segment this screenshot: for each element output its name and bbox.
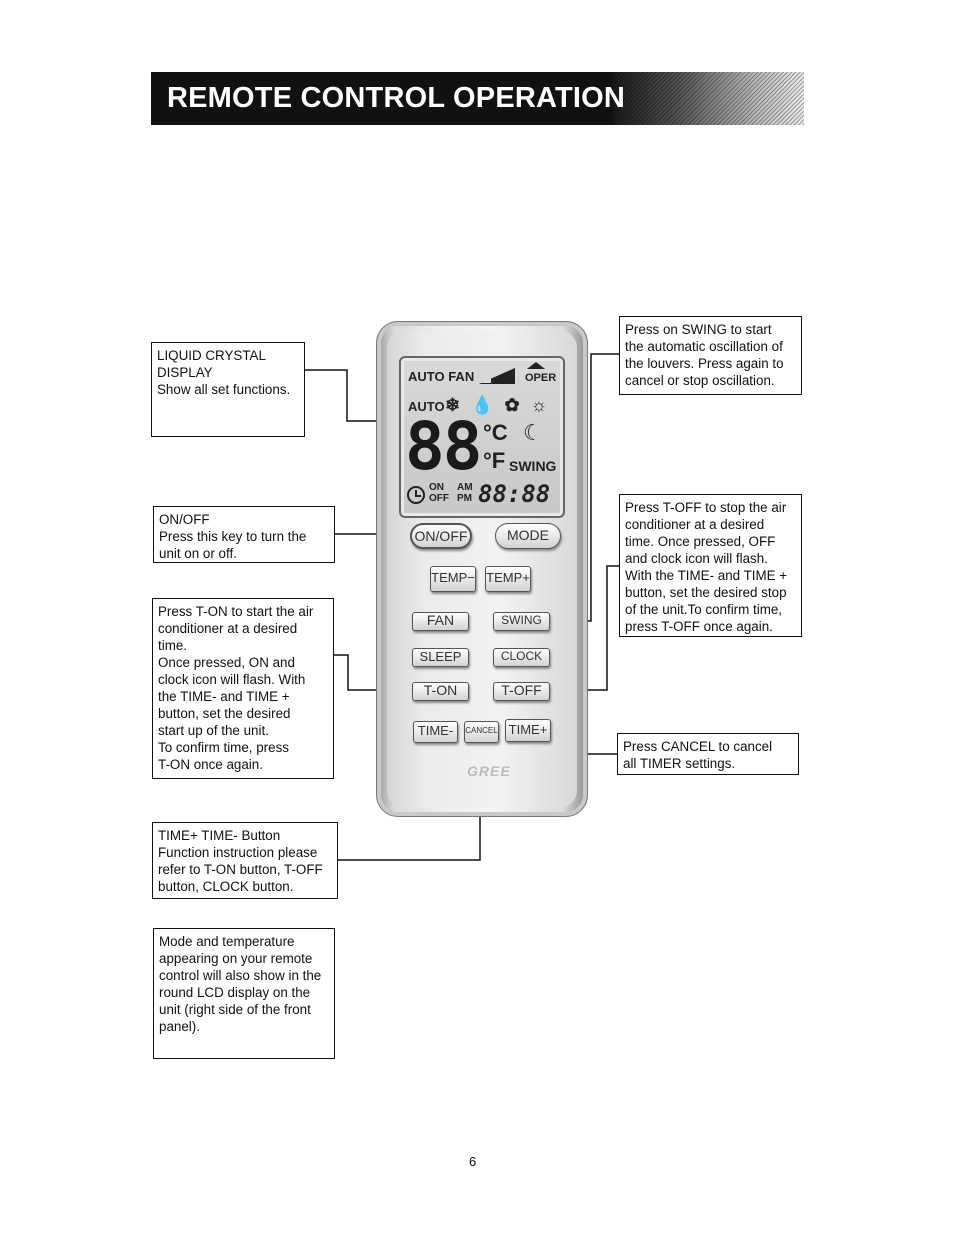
- callout-ton-line: conditioner at a desired: [158, 621, 298, 636]
- callout-mode-note-line: unit (right side of the front: [159, 1002, 311, 1017]
- callout-toff-line: conditioner at a desired: [625, 517, 765, 532]
- remote-control: AUTO FAN OPER AUTO ❄ 💧 ✿ ☼ 88 °C °F ☾ SW…: [376, 321, 588, 817]
- callout-cancel-line: all TIMER settings.: [623, 756, 736, 771]
- callout-toff: Press T-OFF to stop the air conditioner …: [619, 494, 802, 637]
- callout-cancel: Press CANCEL to cancel all TIMER setting…: [617, 733, 799, 775]
- callout-onoff-line: unit on or off.: [159, 546, 237, 561]
- temp-plus-button[interactable]: TEMP+: [485, 566, 531, 592]
- fan-button[interactable]: FAN: [412, 612, 469, 631]
- callout-mode-note-line: Mode and temperature: [159, 934, 295, 949]
- callout-onoff: ON/OFF Press this key to turn the unit o…: [153, 506, 335, 563]
- callout-toff-line: and clock icon will flash.: [625, 551, 768, 566]
- lcd-oper: OPER: [525, 372, 557, 384]
- onoff-button[interactable]: ON/OFF: [410, 523, 472, 549]
- callout-mode-note: Mode and temperature appearing on your r…: [153, 928, 335, 1059]
- fan-level-icon: [479, 368, 515, 384]
- callout-ton-line: time.: [158, 638, 188, 653]
- callout-toff-line: button, set the desired stop: [625, 585, 787, 600]
- callout-onoff-line: Press this key to turn the: [159, 529, 307, 544]
- callout-lcd-line: DISPLAY: [157, 365, 213, 380]
- time-plus-button[interactable]: TIME+: [505, 719, 551, 742]
- callout-toff-line: of the unit.To confirm time,: [625, 602, 783, 617]
- sleep-button[interactable]: SLEEP: [412, 648, 469, 667]
- lcd-auto-mode: AUTO: [408, 399, 445, 414]
- callout-ton: Press T-ON to start the air conditioner …: [152, 598, 334, 779]
- callout-mode-note-line: control will also show in the: [159, 968, 322, 983]
- callout-swing-line: the louvers. Press again to: [625, 356, 784, 371]
- callout-toff-line: time. Once pressed, OFF: [625, 534, 776, 549]
- swing-button[interactable]: SWING: [493, 612, 550, 631]
- callout-lcd: LIQUID CRYSTAL DISPLAY Show all set func…: [151, 342, 305, 437]
- callout-time-line: Function instruction please: [158, 845, 318, 860]
- cancel-button[interactable]: CANCEL: [464, 721, 499, 743]
- lcd-on: ON: [429, 482, 444, 493]
- callout-time: TIME+ TIME- Button Function instruction …: [152, 822, 338, 899]
- callout-ton-line: the TIME- and TIME +: [158, 689, 290, 704]
- clock-button[interactable]: CLOCK: [493, 648, 550, 667]
- callout-toff-line: press T-OFF once again.: [625, 619, 773, 634]
- time-minus-button[interactable]: TIME-: [413, 721, 458, 743]
- callout-time-line: refer to T-ON button, T-OFF: [158, 862, 323, 877]
- callout-mode-note-line: appearing on your remote: [159, 951, 313, 966]
- oper-triangle-icon: [527, 362, 545, 369]
- lcd-swing: SWING: [509, 458, 557, 474]
- banner-gradient-block: [613, 72, 804, 125]
- lcd-auto-fan: AUTO FAN: [408, 369, 475, 384]
- header-banner: REMOTE CONTROL OPERATION: [151, 72, 804, 125]
- lcd-am: AM: [457, 482, 473, 493]
- callout-ton-line: clock icon will flash. With: [158, 672, 306, 687]
- callout-swing-line: Press on SWING to start: [625, 322, 772, 337]
- callout-swing: Press on SWING to start the automatic os…: [619, 316, 802, 395]
- lcd-pm: PM: [457, 493, 472, 504]
- callout-lcd-line: LIQUID CRYSTAL: [157, 348, 266, 363]
- callout-ton-line: Once pressed, ON and: [158, 655, 295, 670]
- gree-logo: GREE: [467, 763, 511, 779]
- lcd-display: AUTO FAN OPER AUTO ❄ 💧 ✿ ☼ 88 °C °F ☾ SW…: [399, 356, 565, 518]
- callout-swing-line: cancel or stop oscillation.: [625, 373, 775, 388]
- callout-mode-note-line: panel).: [159, 1019, 200, 1034]
- callout-swing-line: the automatic oscillation of: [625, 339, 783, 354]
- banner-dark-block: [151, 72, 616, 125]
- page-number: 6: [469, 1154, 477, 1169]
- callout-ton-line: T-ON once again.: [158, 757, 263, 772]
- callout-toff-line: Press T-OFF to stop the air: [625, 500, 787, 515]
- callout-time-line: button, CLOCK button.: [158, 879, 294, 894]
- lcd-temperature-digits: 88: [405, 408, 482, 485]
- mode-icons: ❄ 💧 ✿ ☼: [445, 395, 551, 415]
- lcd-celsius: °C: [483, 420, 508, 445]
- callout-time-line: TIME+ TIME- Button: [158, 828, 281, 843]
- callout-lcd-line: Show all set functions.: [157, 382, 291, 397]
- lcd-clock-digits: 88:88: [478, 480, 551, 508]
- page-title: REMOTE CONTROL OPERATION: [167, 82, 626, 114]
- temp-minus-button[interactable]: TEMP−: [430, 566, 476, 592]
- callout-ton-line: To confirm time, press: [158, 740, 289, 755]
- mode-button[interactable]: MODE: [495, 523, 561, 549]
- callout-toff-line: With the TIME- and TIME +: [625, 568, 788, 583]
- callout-cancel-line: Press CANCEL to cancel: [623, 739, 773, 754]
- callout-ton-line: Press T-ON to start the air: [158, 604, 314, 619]
- callout-onoff-line: ON/OFF: [159, 512, 210, 527]
- lcd-off: OFF: [429, 493, 449, 504]
- sleep-moon-icon: ☾: [523, 420, 543, 445]
- clock-icon: [407, 486, 425, 504]
- callout-mode-note-line: round LCD display on the: [159, 985, 311, 1000]
- callout-ton-line: button, set the desired: [158, 706, 291, 721]
- t-on-button[interactable]: T-ON: [412, 682, 469, 701]
- lcd-fahrenheit: °F: [483, 448, 506, 473]
- t-off-button[interactable]: T-OFF: [493, 682, 550, 701]
- callout-ton-line: start up of the unit.: [158, 723, 269, 738]
